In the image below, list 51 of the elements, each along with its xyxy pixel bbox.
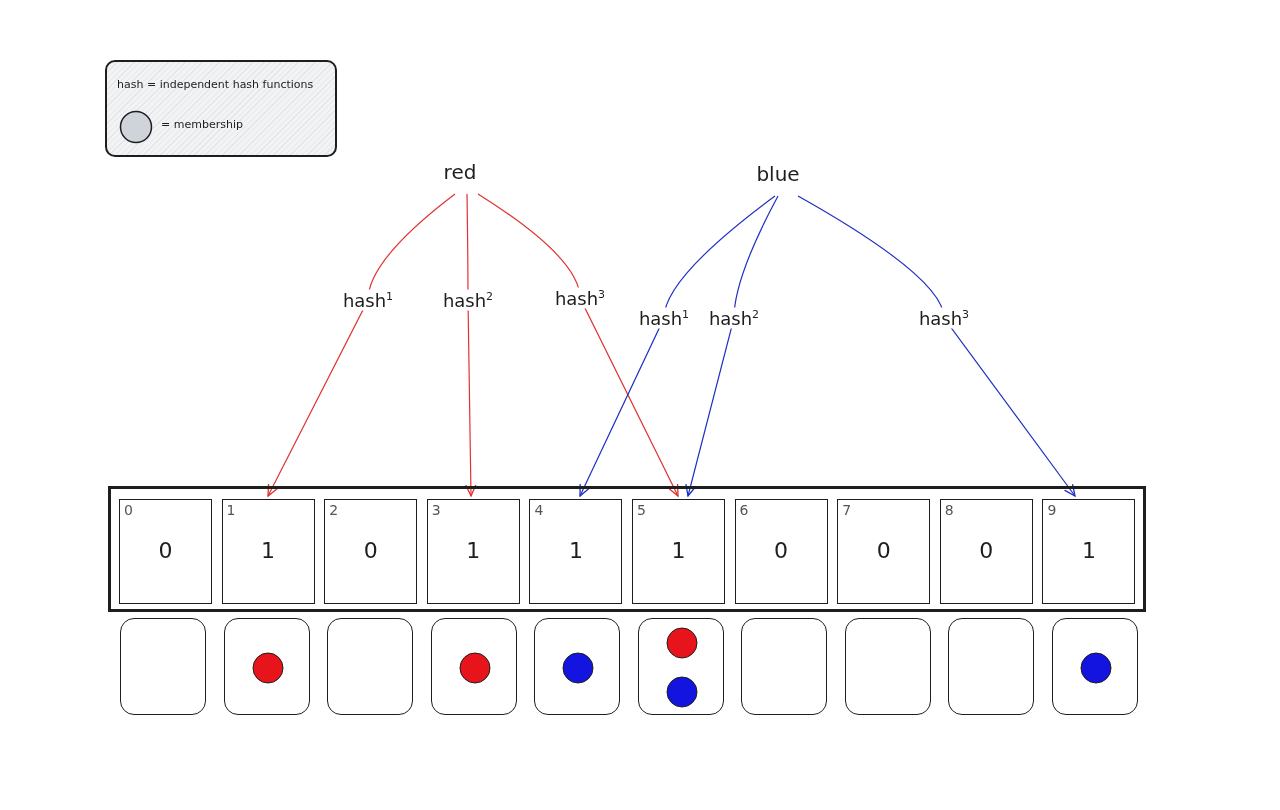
cell-index: 4	[534, 502, 544, 518]
arrow	[797, 195, 1076, 497]
bit-cell	[426, 499, 520, 604]
bit-cell	[119, 499, 212, 604]
bit-cell	[1042, 499, 1136, 604]
membership-box	[741, 618, 827, 715]
membership-box	[120, 618, 206, 715]
membership-box	[430, 618, 517, 715]
membership-box	[534, 618, 620, 715]
cell-index: 0	[124, 502, 133, 518]
cell-index: 9	[1047, 502, 1057, 518]
bit-cell	[324, 499, 418, 604]
legend-text: hash = independent hash functions	[117, 78, 314, 91]
bit-value: 1	[1080, 538, 1097, 563]
bit-value: 0	[875, 538, 892, 563]
cell-index: 6	[739, 502, 749, 518]
bit-value: 1	[567, 538, 584, 563]
cell-index: 1	[226, 502, 236, 518]
bit-value: 1	[260, 538, 277, 563]
cell-index: 5	[637, 502, 646, 518]
bit-cell	[632, 499, 725, 604]
membership-box	[327, 618, 413, 715]
bit-value: 1	[670, 538, 687, 563]
bit-cell	[734, 499, 828, 604]
bit-cell	[529, 499, 623, 604]
bit-value: 0	[362, 538, 379, 563]
bit-value: 0	[773, 538, 790, 563]
arrow	[465, 193, 477, 497]
bit-array	[108, 486, 1146, 612]
arrow	[685, 195, 779, 497]
arrow	[579, 195, 776, 497]
bit-cell	[939, 499, 1033, 604]
membership-box	[844, 618, 931, 715]
membership-box	[637, 618, 724, 715]
legend-text: = membership	[161, 118, 243, 131]
cell-index: 7	[842, 502, 852, 518]
cell-index: 3	[431, 502, 441, 518]
membership-box	[1051, 618, 1138, 715]
input-word: red	[440, 160, 480, 190]
arrow	[477, 193, 679, 497]
cell-index: 2	[329, 502, 339, 518]
arrow	[267, 193, 456, 497]
bit-value: 1	[465, 538, 482, 563]
membership-box	[223, 618, 310, 715]
bit-cell	[221, 499, 315, 604]
bit-value: 0	[978, 538, 995, 563]
cell-index: 8	[944, 502, 954, 518]
bit-cell	[837, 499, 931, 604]
membership-box	[948, 618, 1034, 715]
input-word: blue	[750, 162, 806, 192]
bit-value: 0	[157, 538, 174, 563]
